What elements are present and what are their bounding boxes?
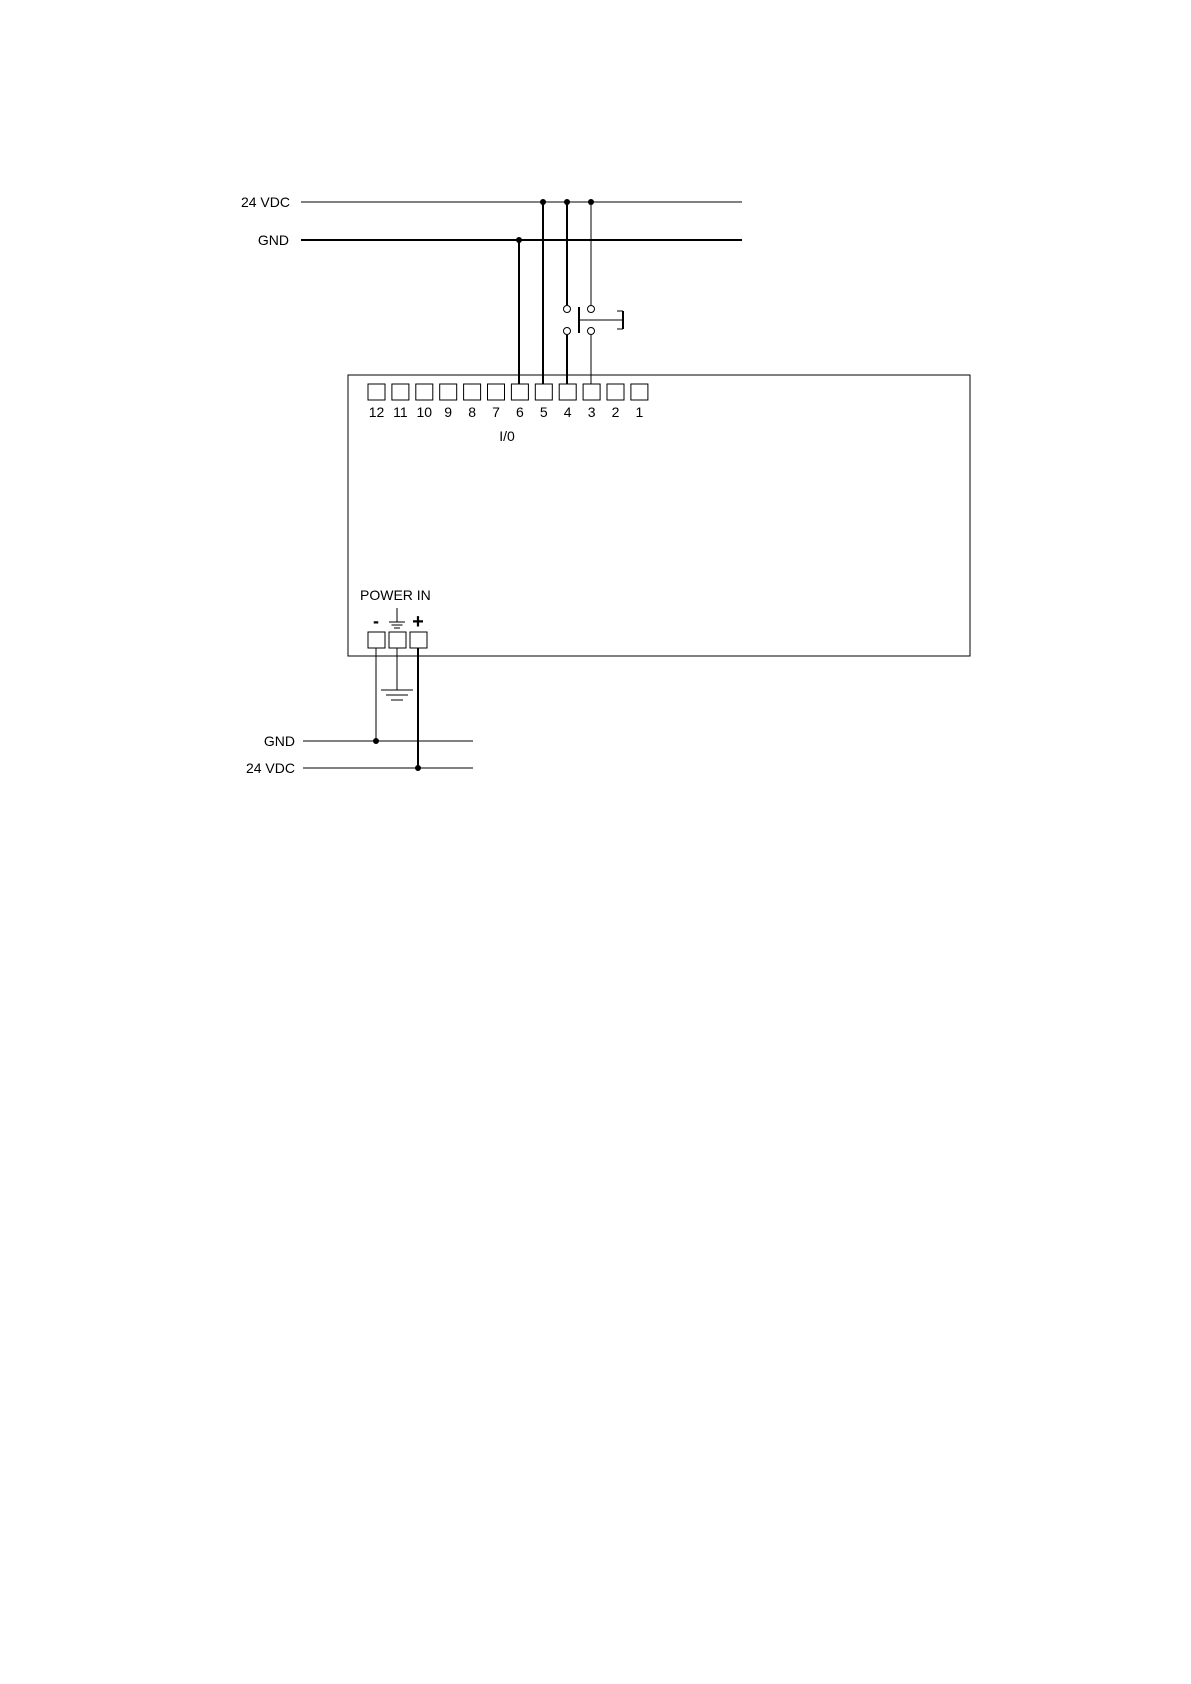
io-terminal-5 <box>535 384 552 400</box>
io-terminal-1 <box>631 384 648 400</box>
io-terminal-number: 10 <box>417 404 433 420</box>
io-terminal-number: 2 <box>612 404 620 420</box>
switch-contact <box>588 328 595 335</box>
io-terminal-11 <box>392 384 409 400</box>
io-terminal-number: 9 <box>444 404 452 420</box>
io-terminal-7 <box>488 384 505 400</box>
power-plus-symbol: + <box>412 611 424 633</box>
earth-ground-icon <box>381 690 413 700</box>
top-24vdc-label: 24 VDC <box>241 194 290 210</box>
io-terminal-number: 7 <box>492 404 500 420</box>
io-terminal-number: 1 <box>636 404 644 420</box>
io-label: I/0 <box>499 428 515 444</box>
junction-dot <box>540 199 546 205</box>
io-terminal-8 <box>464 384 481 400</box>
io-terminal-6 <box>511 384 528 400</box>
pushbutton-switch <box>564 306 624 335</box>
io-terminal-3 <box>583 384 600 400</box>
io-terminal-number: 11 <box>393 404 408 420</box>
power-in-label: POWER IN <box>360 587 431 603</box>
switch-contact <box>588 306 595 313</box>
switch-contact <box>564 306 571 313</box>
power-terminal-minus <box>368 632 385 648</box>
device-enclosure <box>348 375 970 656</box>
io-terminal-number: 4 <box>564 404 572 420</box>
io-terminal-12 <box>368 384 385 400</box>
io-terminal-number: 3 <box>588 404 596 420</box>
io-terminal-number: 5 <box>540 404 548 420</box>
bottom-gnd-label: GND <box>264 733 295 749</box>
junction-dot <box>415 765 421 771</box>
junction-dot <box>516 237 522 243</box>
junction-dot <box>373 738 379 744</box>
bottom-24vdc-label: 24 VDC <box>246 760 295 776</box>
top-gnd-label: GND <box>258 232 289 248</box>
junction-dot <box>564 199 570 205</box>
power-minus-symbol: - <box>373 611 379 631</box>
power-terminal-ground <box>389 632 406 648</box>
switch-contact <box>564 328 571 335</box>
io-terminal-9 <box>440 384 457 400</box>
io-terminal-number: 12 <box>369 404 385 420</box>
io-terminal-4 <box>559 384 576 400</box>
junction-dot <box>588 199 594 205</box>
io-terminal-2 <box>607 384 624 400</box>
io-terminal-10 <box>416 384 433 400</box>
io-terminal-number: 8 <box>468 404 476 420</box>
power-terminal-plus <box>410 632 427 648</box>
io-terminal-number: 6 <box>516 404 524 420</box>
